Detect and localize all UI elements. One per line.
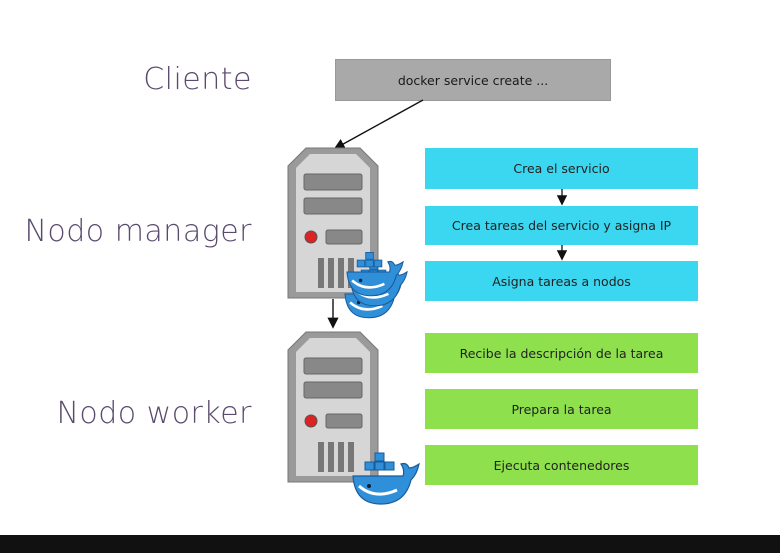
worker-step-2: Prepara la tarea — [425, 389, 698, 429]
command-box: docker service create ... — [335, 59, 611, 101]
manager-step-2: Crea tareas del servicio y asigna IP — [425, 206, 698, 245]
manager-step-1: Crea el servicio — [425, 148, 698, 189]
client-to-manager-arrow — [333, 99, 424, 150]
manager-label: Nodo manager — [24, 214, 252, 249]
worker-server-icon — [287, 331, 379, 483]
worker-label: Nodo worker — [56, 396, 252, 431]
worker-step-3: Ejecuta contenedores — [425, 445, 698, 485]
worker-step-1: Recibe la descripción de la tarea — [425, 333, 698, 373]
bottom-shade — [0, 535, 780, 553]
manager-step-3: Asigna tareas a nodos — [425, 261, 698, 301]
client-label: Cliente — [143, 62, 252, 97]
